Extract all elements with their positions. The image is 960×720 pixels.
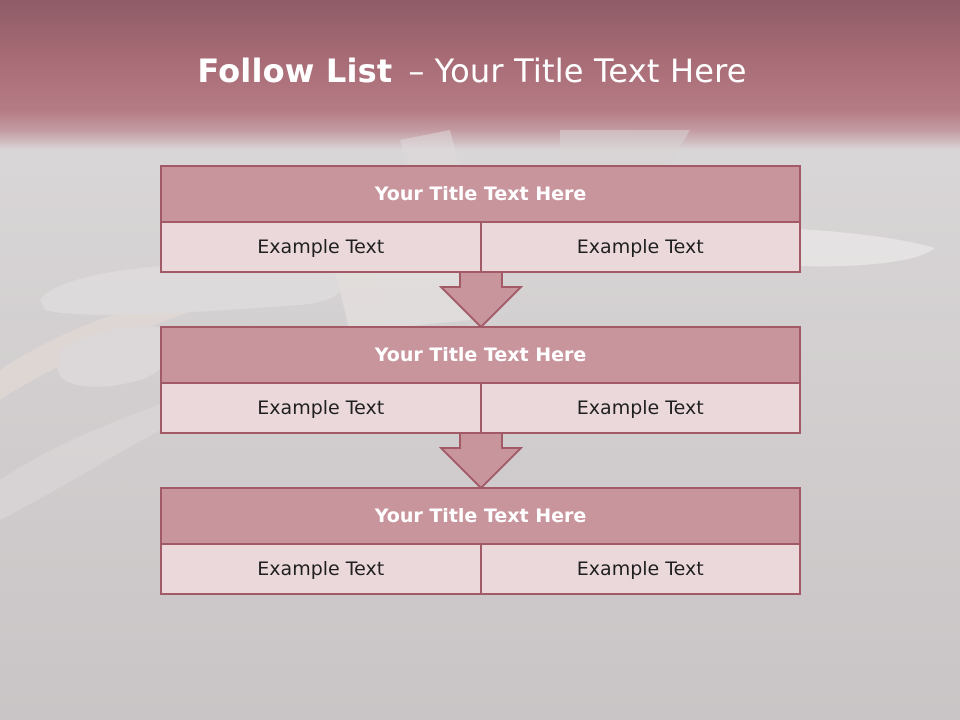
block-header: Your Title Text Here (162, 328, 799, 384)
block-header: Your Title Text Here (162, 489, 799, 545)
down-arrow-icon (439, 271, 523, 329)
block-cell-right: Example Text (479, 545, 800, 593)
block-row: Example Text Example Text (162, 384, 799, 432)
list-block-1: Your Title Text Here Example Text Exampl… (160, 165, 801, 273)
block-cell-right: Example Text (479, 223, 800, 271)
header-band (0, 0, 960, 150)
block-cell-left: Example Text (257, 558, 385, 580)
title-dash: – (408, 52, 425, 90)
block-row: Example Text Example Text (162, 223, 799, 271)
title-rest: Your Title Text Here (434, 52, 747, 90)
title-bold: Follow List (197, 52, 393, 90)
list-block-2: Your Title Text Here Example Text Exampl… (160, 326, 801, 434)
block-cell-right: Example Text (479, 384, 800, 432)
slide-title: Follow List–Your Title Text Here (0, 52, 944, 90)
list-block-3: Your Title Text Here Example Text Exampl… (160, 487, 801, 595)
block-header: Your Title Text Here (162, 167, 799, 223)
block-cell-left: Example Text (257, 236, 385, 258)
block-cell-left: Example Text (257, 397, 385, 419)
down-arrow-icon (439, 432, 523, 490)
block-row: Example Text Example Text (162, 545, 799, 593)
